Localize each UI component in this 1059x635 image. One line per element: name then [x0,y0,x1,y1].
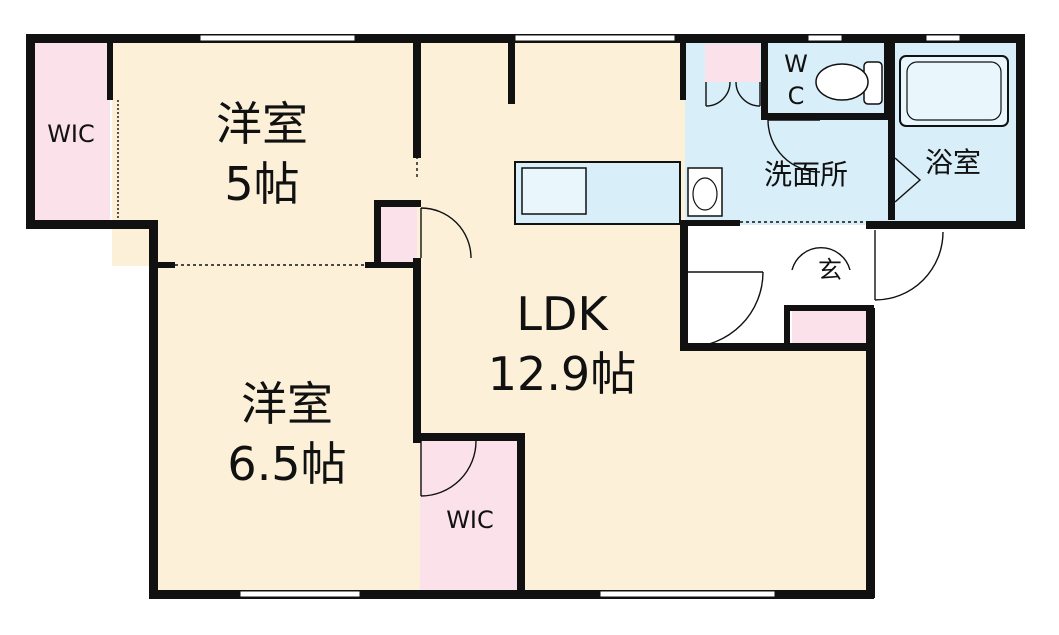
floor-closet-small [380,205,417,263]
floor-wic-left [32,40,110,222]
door-wic-center [420,440,477,497]
label-wic-center: WIC [446,506,494,534]
window-wc [807,34,843,42]
window-bedroom-north [199,34,356,42]
doors [117,81,944,497]
door-washroom-storage [705,81,761,107]
door-entrance-inner [791,246,851,271]
floor-ldk-lower [685,346,868,594]
door-hall [687,271,764,348]
label-wic-left: WIC [47,120,95,148]
sink-icon [521,167,587,215]
door-bedroom-north [420,207,472,259]
floor-wic-center [420,438,520,594]
kitchen-counter [514,161,681,225]
label-ldk-size: 12.9帖 [488,347,636,401]
label-ldk-name: LDK [516,287,609,341]
bathtub-icon [899,55,1009,127]
floor-shoe-cabinet [792,310,868,346]
window-ldk-north [514,34,676,42]
toilet-icon [815,61,883,105]
label-wc-line1: W [784,50,808,78]
labels: WIC 洋室 5帖 洋室 6.5帖 LDK 12.9帖 WIC W C 洗面所 … [47,50,981,534]
door-wc [767,119,821,173]
window-bath [925,34,961,42]
label-wc-line2: C [788,82,805,110]
windows [199,34,961,598]
door-entrance [874,230,944,301]
floor-washroom-storage [705,44,760,82]
label-entrance: 玄 [818,256,842,284]
fixtures [687,55,1009,217]
window-bedroom-south [239,590,361,598]
window-ldk-south [599,590,776,598]
label-bedroom-north-size: 5帖 [224,157,299,211]
label-bedroom-south-size: 6.5帖 [227,437,346,491]
label-bedroom-north-name: 洋室 [216,97,308,151]
floors [32,40,1018,594]
washbasin-icon [687,167,723,217]
label-washroom: 洗面所 [764,158,848,191]
label-bedroom-south-name: 洋室 [241,377,333,431]
floor-bedroom-north [112,40,417,266]
door-bathroom [894,157,922,203]
floor-bedroom-south [155,266,417,594]
label-bathroom: 浴室 [925,146,981,179]
